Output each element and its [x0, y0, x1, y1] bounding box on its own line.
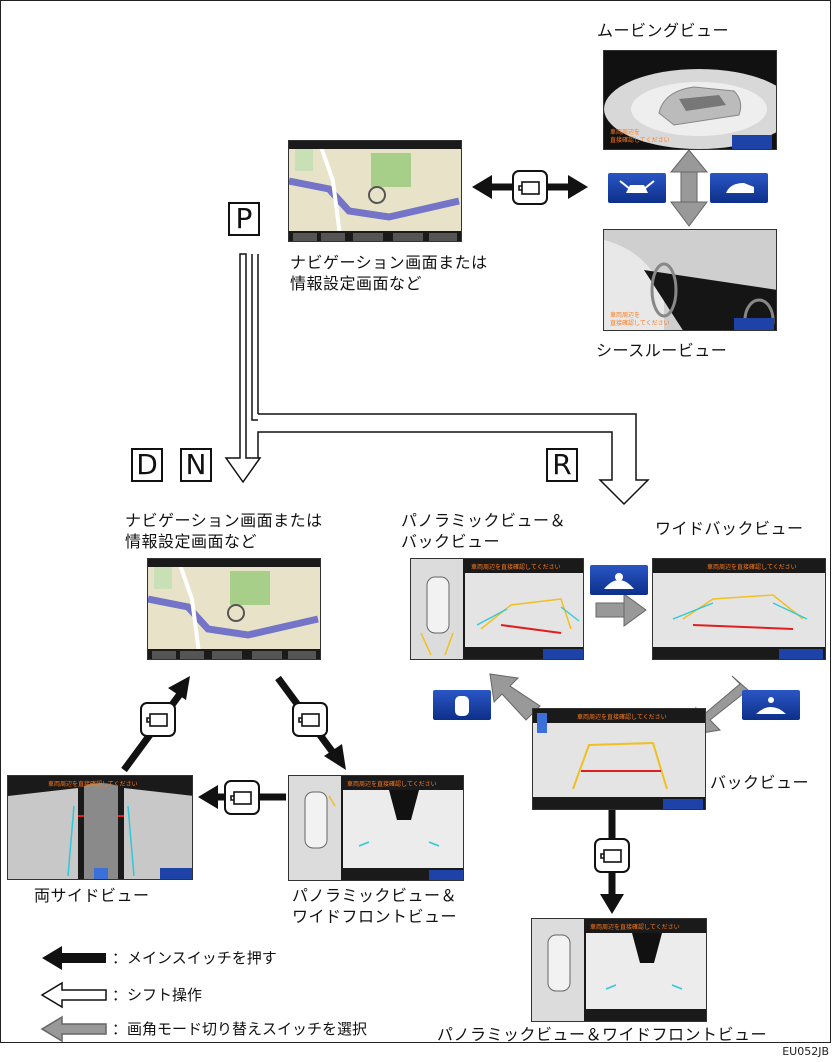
pano-wide-front-label-line2: ワイドフロントビュー [292, 907, 458, 926]
pano-back-screen: 車両周辺を直接確認してください [410, 558, 584, 660]
nav-screen-mid-label-line1: ナビゲーション画面または [125, 511, 323, 530]
seethrough-warning-line2: 直接確認してください [610, 320, 670, 327]
nav-screen-top [288, 140, 462, 242]
view-switch-arrow-to-wide-back [595, 593, 647, 627]
pano-front-illustration-bottom [532, 919, 706, 1021]
back-view-warning-text: 車両周辺を直接確認してください [577, 714, 667, 721]
legend-view-switch-text: ：画角モード切り替えスイッチを選択 [112, 1020, 368, 1038]
shift-route-p-to-dn [224, 253, 262, 484]
pano-back-switch-button[interactable] [433, 690, 491, 720]
back-view-screen: 車両周辺を直接確認してください [532, 708, 706, 810]
pano-back-warning-text: 車両周辺を直接確認してください [471, 564, 561, 571]
back-view-label: バックビュー [710, 773, 810, 792]
pano-wide-front-bottom-label: パノラミックビュー＆ワイドフロントビュー [437, 1025, 768, 1044]
nav-screen-top-label-line2: 情報設定画面など [290, 274, 423, 293]
moving-warning-line2: 直接確認してください [610, 137, 670, 144]
moving-view-screen: 車両周辺を 直接確認してください [603, 50, 777, 150]
shift-d-indicator: D [131, 448, 163, 482]
pano-back-illustration [411, 559, 583, 659]
both-side-view-label: 両サイドビュー [34, 886, 150, 905]
main-switch-icon-bottom [594, 838, 630, 873]
main-switch-icon-side [224, 780, 260, 815]
camera-icon [518, 181, 540, 195]
pano-back-label-line1: パノラミックビュー＆ [401, 511, 567, 530]
main-switch-icon-top [512, 170, 548, 205]
pano-front-warning-text: 車両周辺を直接確認してください [347, 781, 437, 788]
moving-warning-line1: 車両周辺を [610, 129, 641, 136]
shift-route-line-r3 [257, 413, 650, 506]
nav-map-illustration [289, 141, 461, 241]
legend-shift-text: ：シフト操作 [112, 986, 203, 1004]
wide-back-warning-text: 車両周辺を直接確認してください [707, 564, 797, 571]
back-view-illustration [533, 713, 705, 809]
shift-n-indicator: N [180, 448, 212, 482]
pano-wide-front-screen-mid: 車両周辺を直接確認してください [288, 775, 464, 881]
gray-arrow-icon [40, 1015, 107, 1043]
side-view-illustration [8, 783, 192, 879]
back-switch-icon [756, 697, 786, 714]
pano-front-illustration [289, 776, 463, 880]
pano-wide-front-label-line1: パノラミックビュー＆ [292, 886, 458, 905]
seethrough-view-label: シースルービュー [596, 341, 728, 360]
camera-icon [146, 713, 168, 727]
wide-back-illustration [653, 573, 825, 659]
both-side-view-screen: 車両周辺を直接確認してください [7, 775, 193, 880]
pano-back-switch-icon [455, 696, 469, 716]
legend-main-switch-text: ：メインスイッチを押す [112, 949, 277, 967]
moving-car-illustration [604, 69, 776, 149]
main-switch-icon-left [140, 702, 176, 737]
view-switch-arrow-to-pano-back [489, 673, 541, 721]
wide-back-view-screen: 車両周辺を直接確認してください [652, 558, 826, 660]
camera-icon [298, 713, 320, 727]
figure-code: EU052JB [782, 1045, 829, 1058]
wide-back-view-label: ワイドバックビュー [655, 519, 804, 538]
moving-view-label: ムービングビュー [597, 21, 730, 40]
nav-map-illustration-mid [148, 559, 320, 659]
seethrough-warning-line1: 車両周辺を [610, 312, 641, 319]
shift-p-indicator: P [228, 202, 260, 236]
moving-switch-button[interactable] [710, 173, 768, 203]
pano-front-bottom-warning-text: 車両周辺を直接確認してください [590, 924, 680, 931]
seethrough-switch-icon [619, 180, 655, 193]
nav-screen-mid-label-line2: 情報設定画面など [125, 532, 258, 551]
nav-screen-mid [147, 558, 321, 660]
diagram-frame [0, 0, 831, 1043]
main-switch-icon-right [292, 702, 328, 737]
seethrough-illustration [604, 230, 776, 330]
wide-back-switch-icon [604, 573, 634, 589]
shift-r-indicator: R [546, 448, 578, 482]
white-arrow-icon [40, 981, 107, 1009]
seethrough-view-screen: 車両周辺を 直接確認してください [603, 229, 777, 331]
black-arrow-icon [42, 946, 106, 970]
back-switch-button[interactable] [742, 690, 800, 720]
pano-wide-front-screen-bottom: 車両周辺を直接確認してください [531, 918, 707, 1022]
side-warning-text: 車両周辺を直接確認してください [48, 781, 138, 788]
pano-back-label-line2: バックビュー [401, 532, 501, 551]
moving-switch-icon [726, 183, 754, 193]
nav-screen-top-label-line1: ナビゲーション画面または [290, 253, 488, 272]
seethrough-switch-button[interactable] [608, 173, 666, 203]
view-switch-arrow-right [669, 149, 709, 227]
camera-icon [600, 849, 622, 863]
wide-back-switch-button[interactable] [590, 565, 648, 595]
camera-icon [230, 791, 252, 805]
